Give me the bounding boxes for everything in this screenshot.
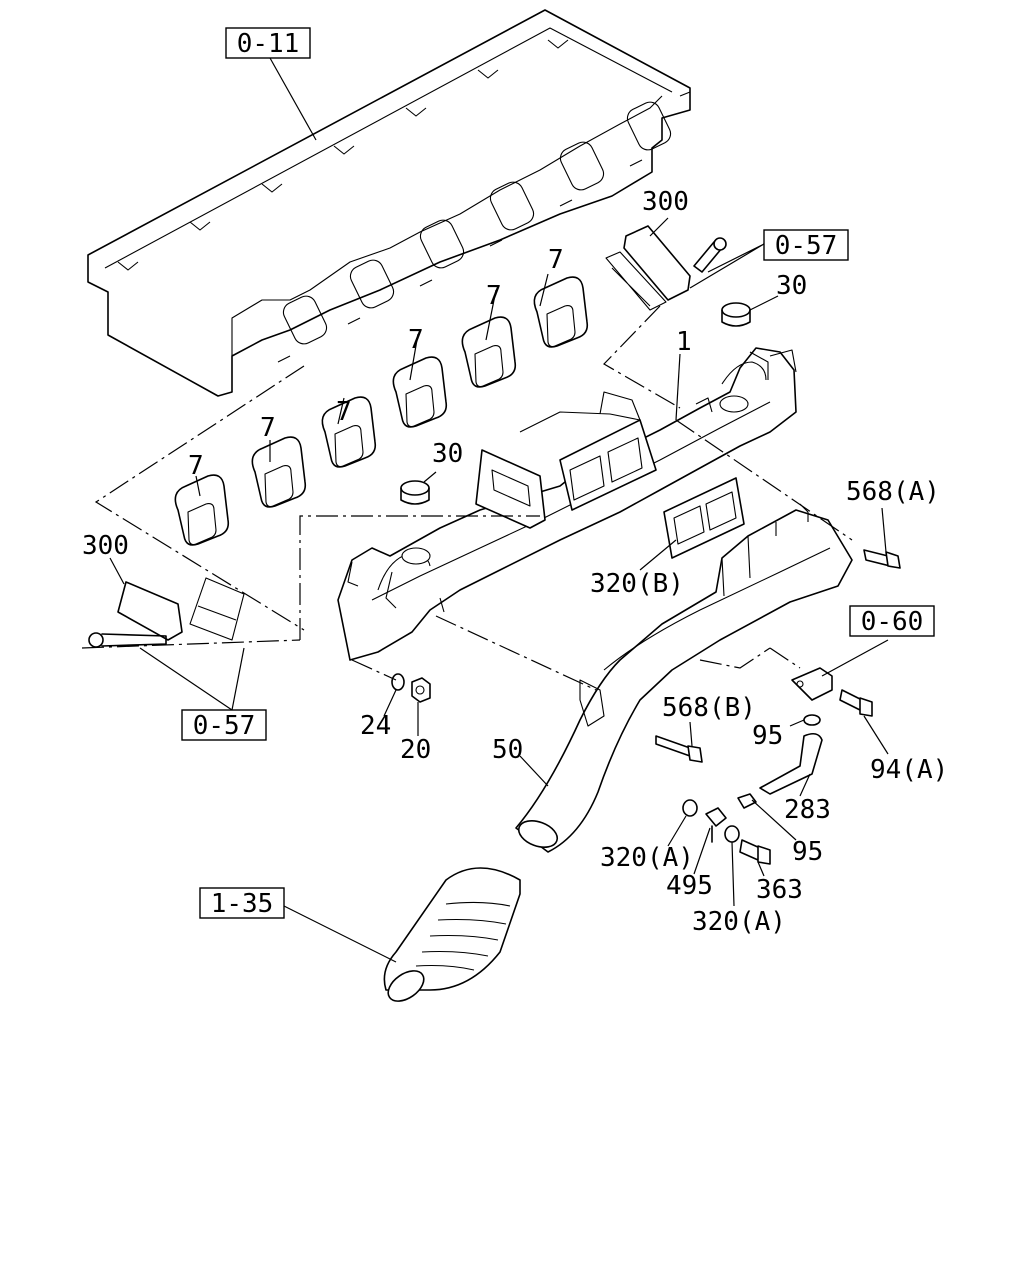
egr-cover-left (117, 577, 245, 641)
callout-300-left: 300 (82, 531, 129, 561)
callout-7-a: 7 (548, 245, 564, 275)
egr-sensor (791, 667, 833, 701)
washer-320a-bottom (724, 825, 740, 843)
callout-7-e: 7 (260, 413, 276, 443)
ref-box-sensor[interactable]: 0-60 (849, 605, 935, 637)
callout-7-f: 7 (188, 451, 204, 481)
svg-text:0-57: 0-57 (193, 711, 256, 741)
svg-text:0-11: 0-11 (237, 29, 300, 59)
callout-7-b: 7 (486, 281, 502, 311)
callout-568a: 568(A) (846, 477, 940, 507)
callout-95-lower: 95 (792, 837, 823, 867)
callout-320b: 320(B) (590, 569, 684, 599)
egr-cover-right (605, 225, 691, 311)
assembly-chain-lines (81, 305, 853, 691)
bolt-568a (863, 549, 901, 569)
callout-50: 50 (492, 735, 523, 765)
callout-283: 283 (784, 795, 831, 825)
callout-labels: 300 30 1 7 7 7 7 7 7 30 300 568(A) 320(B… (82, 187, 948, 937)
clip-95-lower (737, 793, 757, 809)
washer-320a-left (682, 799, 698, 817)
manifold-gaskets (174, 276, 589, 546)
callout-30-left: 30 (432, 439, 463, 469)
callout-363: 363 (756, 875, 803, 905)
ref-box-cover-bolt-left[interactable]: 0-57 (181, 709, 267, 741)
callout-495: 495 (666, 871, 713, 901)
plug-cap-right (721, 302, 751, 327)
egr-gasket-320b (663, 477, 745, 559)
washer-24 (391, 673, 405, 691)
callout-24: 24 (360, 711, 391, 741)
bolt-363 (739, 839, 771, 865)
svg-text:0-60: 0-60 (861, 607, 924, 637)
cylinder-head (87, 9, 691, 397)
egr-pipe (515, 503, 853, 853)
rubber-hose (383, 867, 521, 1002)
callout-320a-bottom: 320(A) (692, 907, 786, 937)
head-studs (277, 91, 691, 363)
bolt-495 (705, 807, 727, 843)
callout-7-d: 7 (336, 397, 352, 427)
nut-20 (411, 677, 431, 703)
ref-box-cover-bolt-right[interactable]: 0-57 (763, 229, 849, 261)
bolt-94a (839, 689, 873, 717)
ref-box-hose[interactable]: 1-35 (199, 887, 285, 919)
cover-bolt-right (693, 237, 727, 273)
callout-94a: 94(A) (870, 755, 948, 785)
plug-cap-left (400, 480, 430, 505)
callout-7-c: 7 (408, 325, 424, 355)
svg-text:1-35: 1-35 (211, 889, 274, 919)
callout-320a-left: 320(A) (600, 843, 694, 873)
sensor-hose-283 (759, 732, 823, 795)
leader-lines (109, 57, 889, 963)
callout-568b: 568(B) (662, 693, 756, 723)
callout-95-upper: 95 (752, 721, 783, 751)
callout-20: 20 (400, 735, 431, 765)
bolt-568b (655, 735, 703, 763)
ref-box-cylinder-head[interactable]: 0-11 (225, 27, 311, 59)
intake-ports (282, 101, 672, 345)
clip-95-upper (803, 714, 821, 726)
callout-1: 1 (676, 327, 692, 357)
callout-30-right: 30 (776, 271, 807, 301)
callout-300-right: 300 (642, 187, 689, 217)
svg-text:0-57: 0-57 (775, 231, 838, 261)
cover-bolt-left (88, 632, 167, 648)
intake-manifold (337, 347, 797, 661)
